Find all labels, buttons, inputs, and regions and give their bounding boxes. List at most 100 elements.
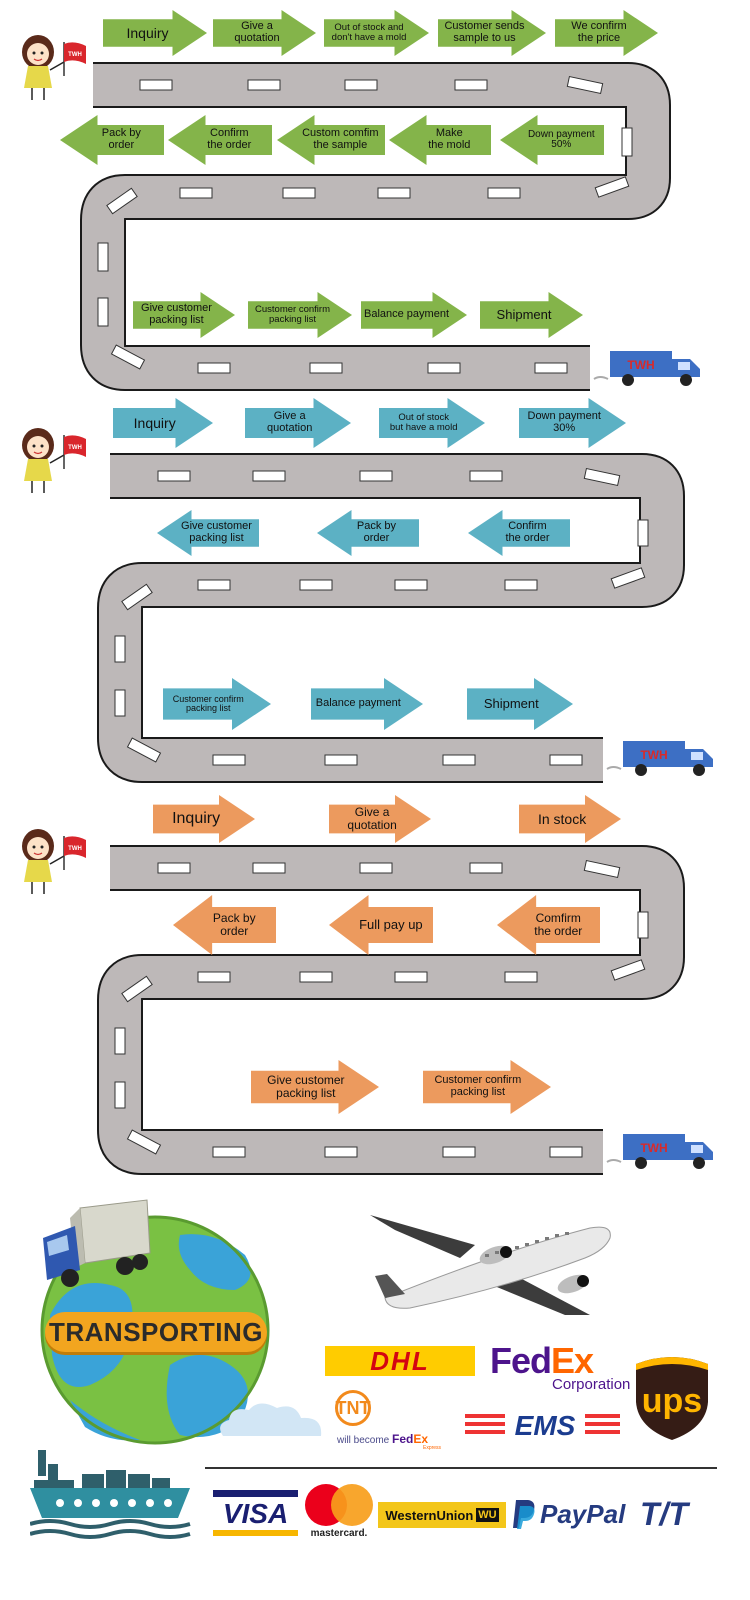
arrow-right-icon — [213, 10, 316, 56]
step-label: We confirm the price — [571, 20, 627, 44]
step-arrow: Give customer packing list — [251, 1060, 379, 1114]
step-label: Customer confirm packing list — [434, 1074, 522, 1098]
step-arrow: Give customer packing list — [157, 510, 259, 556]
step-label: Out of stock and don't have a mold — [331, 22, 407, 43]
step-arrow: Inquiry — [153, 795, 255, 843]
tt-label: T/T — [640, 1495, 688, 1532]
ems-label: EMS — [514, 1410, 576, 1441]
step-arrow: Pack by order — [317, 510, 419, 556]
arrow-right-icon — [251, 1060, 379, 1114]
step-label: Pack by order — [101, 127, 141, 151]
ship-icon — [30, 1450, 191, 1539]
visa-label: VISA — [222, 1498, 289, 1529]
mastercard-logo: mastercard. — [303, 1484, 375, 1542]
arrow-right-icon — [519, 398, 626, 448]
mastercard-label: mastercard. — [310, 1528, 368, 1539]
step-label: Give customer packing list — [141, 302, 212, 326]
tt-logo: T/T — [640, 1494, 710, 1534]
girl-flag-icon: TWH — [18, 826, 86, 898]
dhl-label: DHL — [370, 1346, 430, 1376]
visa-logo: VISA — [213, 1490, 298, 1536]
step-label: Inquiry — [126, 24, 169, 41]
step-arrow: Pack by order — [173, 895, 276, 955]
fedex-fed-label: Fed — [490, 1340, 552, 1381]
step-arrow: Down payment 50% — [500, 115, 604, 165]
step-arrow: Shipment — [467, 678, 573, 730]
tnt-logo: TNT will become FedEx Express — [335, 1390, 445, 1452]
step-label: Pack by order — [356, 520, 397, 544]
step-label: Custom comfim the sample — [302, 127, 379, 151]
road-2 — [97, 453, 685, 783]
delivery-truck-icon: TWH — [603, 1130, 713, 1170]
step-arrow: Down payment 30% — [519, 398, 626, 448]
arrow-right-icon — [103, 10, 207, 56]
step-arrow: Customer confirm packing list — [248, 292, 352, 338]
paypal-icon — [513, 1500, 535, 1529]
tnt-fedex-ex: Ex — [413, 1432, 429, 1446]
step-arrow: Inquiry — [103, 10, 207, 56]
fedex-corporation-label: Corporation — [552, 1376, 631, 1393]
western-union-label: WesternUnion — [385, 1507, 474, 1523]
step-label: Give customer packing list — [267, 1073, 345, 1100]
globe-truck-icon — [43, 1199, 151, 1287]
step-arrow: Customer confirm packing list — [423, 1060, 551, 1114]
transport-banner: TRANSPORTING — [45, 1312, 267, 1352]
arrow-left-icon — [317, 510, 419, 556]
transport-globe — [40, 1215, 270, 1445]
arrow-right-icon — [248, 292, 352, 338]
step-arrow: In stock — [519, 795, 621, 843]
arrow-right-icon — [113, 398, 213, 448]
ups-label: ups — [642, 1382, 702, 1420]
step-label: Give a quotation — [234, 20, 280, 44]
ups-logo: ups — [636, 1357, 708, 1440]
arrow-left-icon — [389, 115, 491, 165]
step-arrow: Make the mold — [389, 115, 491, 165]
road-3 — [97, 845, 685, 1175]
arrow-right-icon — [245, 398, 351, 448]
arrow-right-icon — [153, 795, 255, 843]
step-arrow: Give a quotation — [245, 398, 351, 448]
arrow-left-icon — [497, 895, 600, 955]
step-arrow: Confirm the order — [168, 115, 272, 165]
girl-flag-icon: TWH — [18, 32, 86, 104]
truck-label: TWH — [640, 748, 667, 762]
step-label: Pack by order — [212, 911, 256, 938]
arrow-right-icon — [423, 1060, 551, 1114]
step-arrow: Balance payment — [311, 678, 423, 730]
transport-banner-label: TRANSPORTING — [49, 1316, 263, 1347]
step-label: Customer sends sample to us — [444, 20, 525, 44]
tnt-fedex-fed: Fed — [392, 1432, 414, 1446]
dhl-logo: DHL — [325, 1346, 475, 1376]
arrow-left-icon — [168, 115, 272, 165]
step-arrow: Out of stock but have a mold — [379, 398, 485, 448]
arrow-right-icon — [163, 678, 271, 730]
arrow-right-icon — [519, 795, 621, 843]
step-label: Give customer packing list — [181, 520, 252, 544]
step-arrow: Customer confirm packing list — [163, 678, 271, 730]
step-arrow: We confirm the price — [555, 10, 658, 56]
tnt-label: TNT — [335, 1397, 371, 1418]
ems-logo: EMS — [465, 1408, 620, 1444]
step-arrow: Confirm the order — [468, 510, 570, 556]
arrow-right-icon — [311, 678, 423, 730]
step-label: Down payment 30% — [527, 410, 601, 434]
step-arrow: Give customer packing list — [133, 292, 235, 338]
girl-flag-icon: TWH — [18, 425, 86, 497]
step-arrow: Inquiry — [113, 398, 213, 448]
arrow-left-icon — [468, 510, 570, 556]
step-label: Make the mold — [428, 127, 471, 151]
step-label: Out of stock but have a mold — [389, 412, 458, 433]
step-label: Confirm the order — [505, 520, 550, 544]
step-label: Full pay up — [359, 917, 423, 933]
step-label: Balance payment — [315, 697, 401, 710]
arrow-left-icon — [173, 895, 276, 955]
payment-divider — [205, 1467, 717, 1469]
truck-label: TWH — [640, 1141, 667, 1155]
step-label: Down payment 50% — [527, 128, 595, 150]
arrow-right-icon — [555, 10, 658, 56]
step-arrow: Out of stock and don't have a mold — [324, 10, 429, 56]
step-arrow: Full pay up — [329, 895, 433, 955]
step-label: Inquiry — [172, 809, 221, 827]
wu-label: WU — [476, 1508, 499, 1522]
arrow-right-icon — [329, 795, 431, 843]
